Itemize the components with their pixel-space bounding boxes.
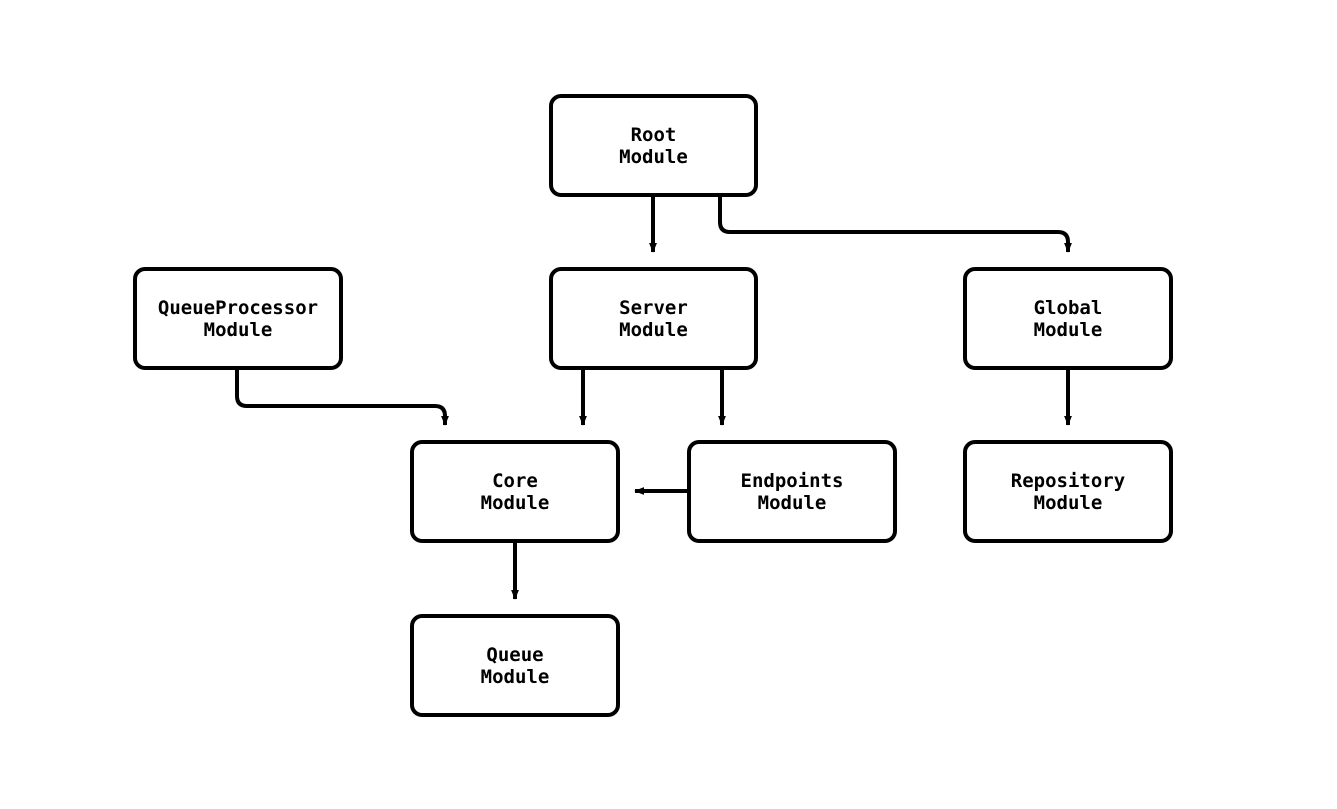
node-root-module-label: Root Module <box>619 123 688 168</box>
node-queueprocessor-module-label: QueueProcessor Module <box>157 296 319 341</box>
node-global-module-label: Global Module <box>1033 296 1103 341</box>
edge-queueprocessor-to-core <box>235 370 449 426</box>
node-core-module[interactable]: Core Module <box>410 440 620 543</box>
node-core-module-label: Core Module <box>480 469 550 514</box>
node-queue-module-label: Queue Module <box>480 643 550 688</box>
node-server-module-label: Server Module <box>619 296 688 341</box>
edge-root-to-global <box>718 197 1072 253</box>
node-endpoints-module[interactable]: Endpoints Module <box>687 440 897 543</box>
node-queue-module[interactable]: Queue Module <box>410 614 620 717</box>
node-server-module[interactable]: Server Module <box>549 267 758 370</box>
node-global-module[interactable]: Global Module <box>963 267 1173 370</box>
node-queueprocessor-module[interactable]: QueueProcessor Module <box>133 267 343 370</box>
node-root-module[interactable]: Root Module <box>549 94 758 197</box>
node-repository-module-label: Repository Module <box>1010 469 1126 514</box>
node-repository-module[interactable]: Repository Module <box>963 440 1173 543</box>
node-endpoints-module-label: Endpoints Module <box>740 469 844 514</box>
